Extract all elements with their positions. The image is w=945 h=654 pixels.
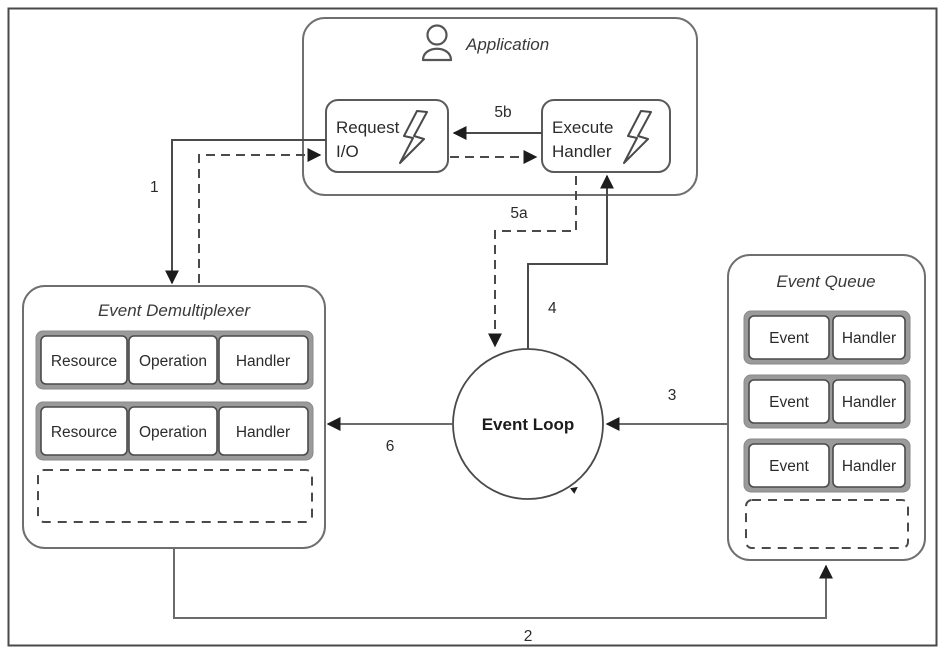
demux-cell-operation-label: Operation: [139, 353, 207, 370]
demux-cell-handler-label: Handler: [236, 424, 290, 441]
queue-cell-handler[interactable]: [832, 443, 906, 488]
flow-label-1: 1: [150, 179, 159, 196]
lightning-bolt-icon: [399, 110, 428, 164]
flow-arrow-6: 6: [326, 417, 452, 455]
flow-arrow-1-path: [165, 139, 326, 285]
flow-label-4: 4: [548, 300, 557, 317]
queue-cell-handler-label: Handler: [842, 394, 896, 411]
queue-empty-slot: [745, 499, 909, 549]
event-demultiplexer-container: Event Demultiplexer Resource Operation H…: [22, 285, 326, 549]
execute-handler-box[interactable]: Execute Handler: [541, 99, 671, 173]
demux-cell-resource[interactable]: [40, 406, 128, 456]
demux-cell-operation[interactable]: [128, 335, 218, 385]
demux-cell-resource-label: Resource: [51, 424, 117, 441]
flow-arrow-3: 3: [605, 387, 728, 431]
application-title: Application: [465, 35, 549, 54]
flow-arrow-4: 4: [527, 174, 614, 349]
flow-label-6: 6: [386, 438, 395, 455]
demux-cell-operation[interactable]: [128, 406, 218, 456]
queue-cell-event-label: Event: [769, 394, 809, 411]
dashed-path-to-request-io: [198, 148, 322, 283]
queue-cell-handler-label: Handler: [842, 330, 896, 347]
event-loop-node[interactable]: Event Loop: [452, 348, 604, 504]
flow-arrow-5a-path: [488, 176, 577, 348]
event-queue-title: Event Queue: [776, 272, 875, 291]
queue-cell-event-label: Event: [769, 458, 809, 475]
queue-cell-event[interactable]: [748, 443, 830, 488]
execute-handler-label-line1: Execute: [552, 118, 613, 137]
queue-cell-event-label: Event: [769, 330, 809, 347]
demux-cell-operation-label: Operation: [139, 424, 207, 441]
queue-cell-handler-label: Handler: [842, 458, 896, 475]
event-queue-container: Event Queue Event Handler Event Handler: [727, 254, 926, 561]
flow-arrow-demux-to-request-dashed: [198, 148, 322, 283]
demux-row[interactable]: Resource Operation Handler: [35, 330, 314, 390]
queue-cell-handler[interactable]: [832, 379, 906, 424]
queue-row[interactable]: Event Handler: [743, 438, 911, 493]
event-loop-label: Event Loop: [482, 415, 575, 434]
queue-cell-event[interactable]: [748, 315, 830, 360]
queue-row[interactable]: Event Handler: [743, 374, 911, 429]
flow-arrow-1: 1: [150, 139, 326, 285]
execute-handler-label-line2: Handler: [552, 142, 612, 161]
flow-arrow-5a: 5a: [488, 176, 577, 348]
queue-row[interactable]: Event Handler: [743, 310, 911, 365]
flow-label-5a: 5a: [510, 205, 528, 222]
lightning-bolt-icon: [623, 110, 652, 164]
request-io-label-line2: I/O: [336, 142, 359, 161]
demux-empty-slot: [37, 469, 313, 523]
demux-cell-handler-label: Handler: [236, 353, 290, 370]
user-icon: [421, 24, 453, 62]
flow-label-2: 2: [524, 628, 533, 645]
flow-arrow-2-path: [173, 548, 833, 619]
demux-row[interactable]: Resource Operation Handler: [35, 401, 314, 461]
event-demultiplexer-title: Event Demultiplexer: [98, 301, 251, 320]
request-io-label-line1: Request: [336, 118, 400, 137]
flow-label-3: 3: [668, 387, 677, 404]
flow-label-5b: 5b: [494, 104, 511, 121]
demux-cell-resource-label: Resource: [51, 353, 117, 370]
flow-arrow-2: 2: [173, 548, 833, 645]
demux-cell-handler[interactable]: [218, 335, 309, 385]
flow-arrow-5b: 5b: [452, 104, 542, 140]
demux-cell-handler[interactable]: [218, 406, 309, 456]
queue-cell-handler[interactable]: [832, 315, 906, 360]
queue-cell-event[interactable]: [748, 379, 830, 424]
demux-cell-resource[interactable]: [40, 335, 128, 385]
request-io-box[interactable]: Request I/O: [325, 99, 449, 173]
flow-arrow-4-path: [527, 174, 614, 349]
